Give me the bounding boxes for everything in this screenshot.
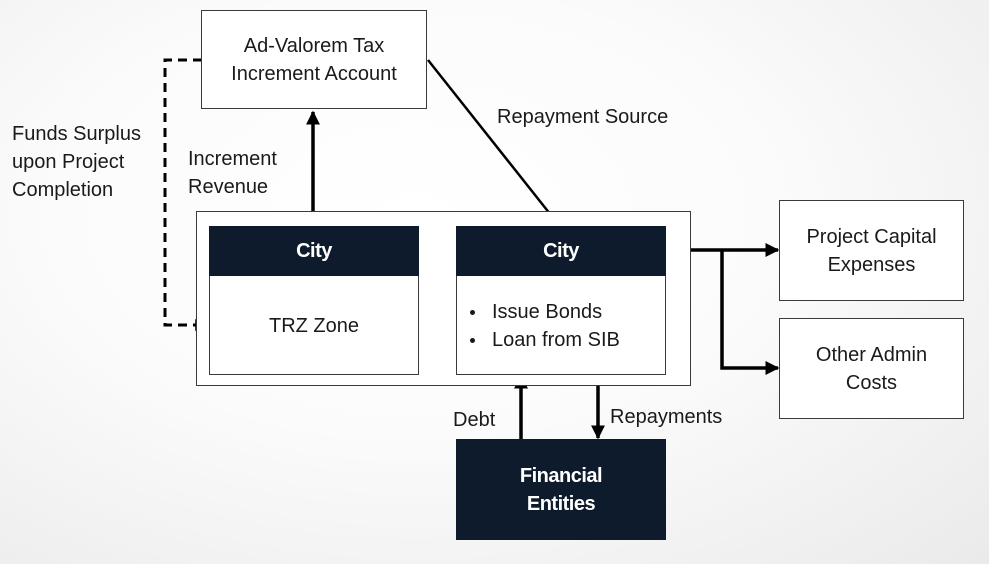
funds-surplus-label: Funds Surplus upon Project Completion xyxy=(12,120,141,204)
financial-entities-line1: Financial xyxy=(519,464,603,487)
bullet-issue-bonds: Issue Bonds xyxy=(466,298,620,326)
repayment-source-arrow xyxy=(427,59,559,225)
to-other-admin-arrow xyxy=(720,250,780,375)
ad-valorem-line2: Increment Account xyxy=(231,62,397,85)
other-admin-costs-box: Other Admin Costs xyxy=(779,318,964,419)
debt-label: Debt xyxy=(453,409,496,431)
project-capital-expenses-box: Project Capital Expenses xyxy=(779,200,964,301)
other-admin-line1: Other Admin xyxy=(815,343,928,366)
other-admin-line2: Costs xyxy=(845,371,898,394)
financial-entities-line2: Entities xyxy=(526,492,596,515)
city-right-header: City xyxy=(456,226,666,276)
project-capital-line1: Project Capital xyxy=(806,225,937,248)
funds-surplus-dashed-arrow xyxy=(163,58,208,331)
city-right-bullets: Issue Bonds Loan from SIB xyxy=(466,298,620,354)
city-left-header: City xyxy=(209,226,419,276)
increment-revenue-line1: Increment xyxy=(188,148,277,170)
financial-entities-box: Financial Entities xyxy=(456,439,666,540)
funds-surplus-line2: upon Project xyxy=(12,151,125,173)
increment-revenue-label: Increment Revenue xyxy=(188,145,277,201)
increment-revenue-line2: Revenue xyxy=(188,176,269,198)
bullet-loan-from-sib: Loan from SIB xyxy=(466,326,620,354)
funds-surplus-line3: Completion xyxy=(12,179,114,201)
trz-zone-label: TRZ Zone xyxy=(268,314,360,337)
ad-valorem-line1: Ad-Valorem Tax xyxy=(243,34,385,57)
funds-surplus-line1: Funds Surplus xyxy=(12,123,141,145)
project-capital-line2: Expenses xyxy=(827,253,916,276)
repayment-source-label: Repayment Source xyxy=(497,106,669,128)
ad-valorem-tax-box: Ad-Valorem Tax Increment Account xyxy=(201,10,427,109)
repayments-label: Repayments xyxy=(610,406,723,428)
